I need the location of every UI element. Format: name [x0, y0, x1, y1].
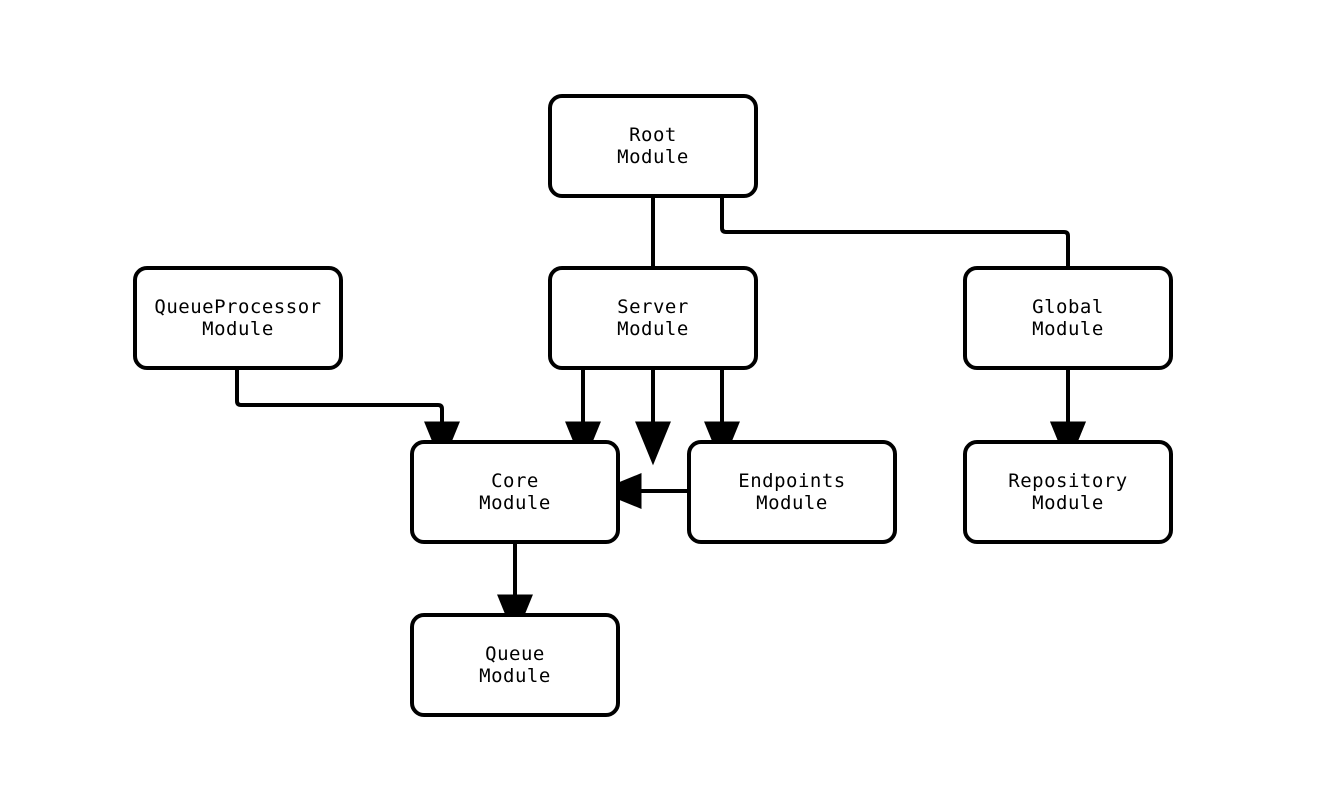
node-queue-module-name: Queue [485, 643, 545, 665]
node-core-module-name: Core [491, 470, 539, 492]
node-server-module[interactable]: Server Module [548, 266, 758, 370]
node-repository-module[interactable]: Repository Module [963, 440, 1173, 544]
node-server-module-suffix: Module [617, 318, 689, 340]
node-root-module-suffix: Module [617, 146, 689, 168]
node-server-module-name: Server [617, 296, 689, 318]
edge-queueprocessor-to-core [235, 370, 460, 466]
node-core-module-suffix: Module [479, 492, 551, 514]
node-global-module[interactable]: Global Module [963, 266, 1173, 370]
node-root-module[interactable]: Root Module [548, 94, 758, 198]
node-queueprocessor-module-name: QueueProcessor [154, 296, 322, 318]
node-queue-module-suffix: Module [479, 665, 551, 687]
node-repository-module-suffix: Module [1032, 492, 1104, 514]
node-global-module-suffix: Module [1032, 318, 1104, 340]
node-queueprocessor-module[interactable]: QueueProcessor Module [133, 266, 343, 370]
node-global-module-name: Global [1032, 296, 1104, 318]
node-endpoints-module-name: Endpoints [738, 470, 846, 492]
node-repository-module-name: Repository [1008, 470, 1128, 492]
node-root-module-name: Root [629, 124, 677, 146]
node-queue-module[interactable]: Queue Module [410, 613, 620, 717]
node-queueprocessor-module-suffix: Module [202, 318, 274, 340]
node-endpoints-module-suffix: Module [756, 492, 828, 514]
node-core-module[interactable]: Core Module [410, 440, 620, 544]
node-endpoints-module[interactable]: Endpoints Module [687, 440, 897, 544]
